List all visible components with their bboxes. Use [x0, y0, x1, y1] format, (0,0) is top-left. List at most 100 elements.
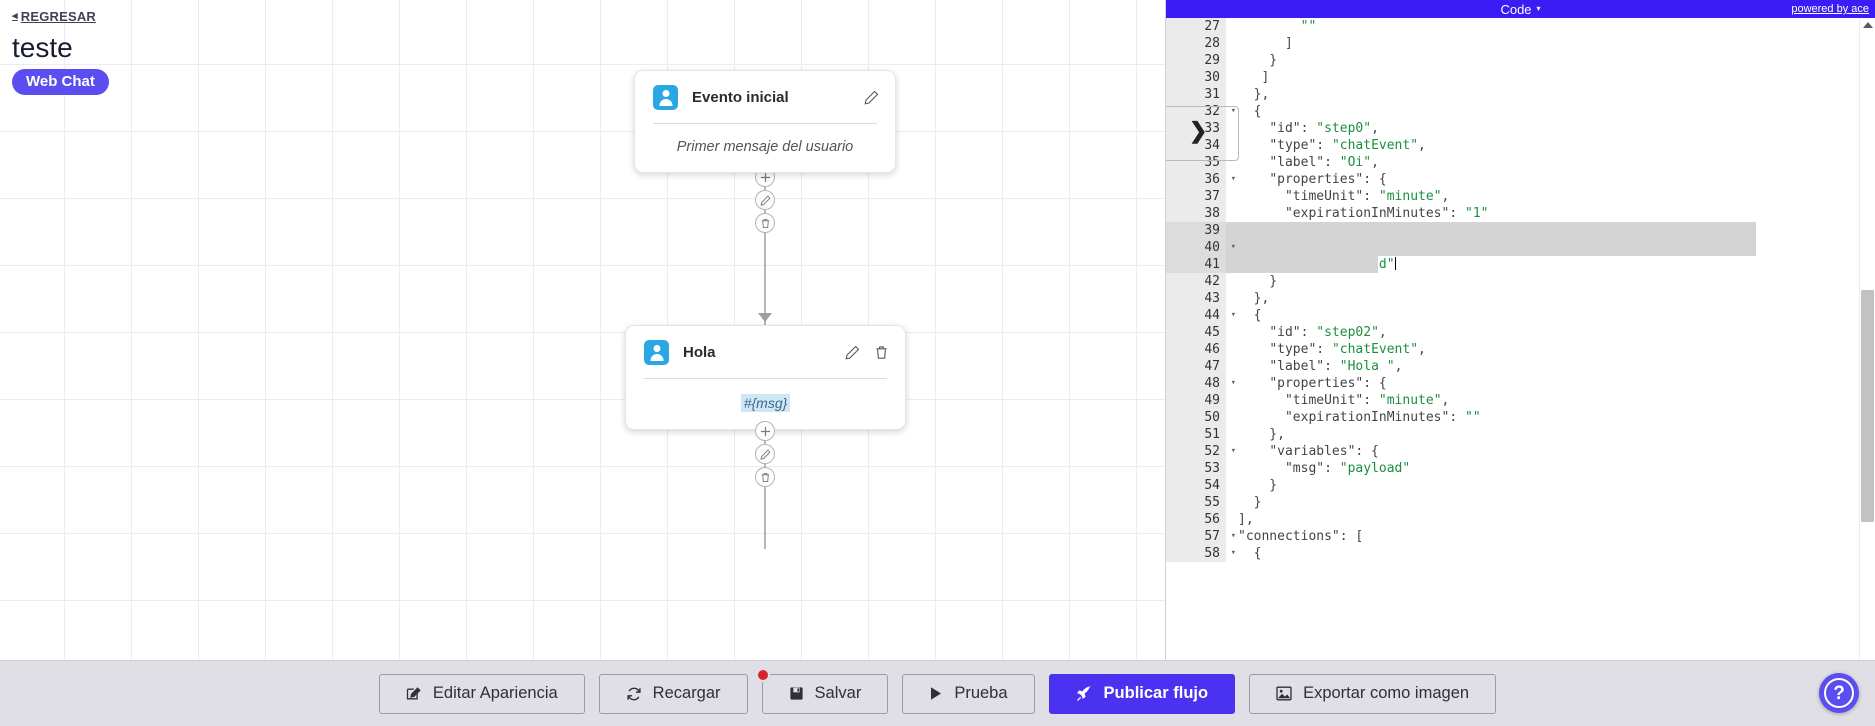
code-line[interactable]: 43 },	[1166, 290, 1875, 307]
code-fold-toggle-icon[interactable]: ▾	[1230, 310, 1236, 320]
code-lines[interactable]: 27 ""28 ]29 }30 ]31 },32▾ {33 "id": "ste…	[1166, 18, 1875, 562]
code-fold-toggle-icon[interactable]: ▾	[1230, 242, 1236, 252]
code-line-text[interactable]: "type": "chatEvent",	[1269, 138, 1426, 153]
code-line[interactable]: 38 "expirationInMinutes": "1"	[1166, 205, 1875, 222]
code-gutter-line-number[interactable]: 46	[1166, 341, 1226, 358]
code-fold-toggle-icon[interactable]: ▾	[1230, 548, 1236, 558]
code-line[interactable]: 58▾ {	[1166, 545, 1875, 562]
code-gutter-line-number[interactable]: 44▾	[1166, 307, 1236, 324]
code-gutter-line-number[interactable]: 37	[1166, 188, 1226, 205]
code-gutter-line-number[interactable]: 58▾	[1166, 545, 1236, 562]
code-line[interactable]: 53 "msg": "payload"	[1166, 460, 1875, 477]
code-line-text[interactable]: "timeUnit": "minute",	[1284, 189, 1450, 204]
code-gutter-line-number[interactable]: 33	[1166, 120, 1226, 137]
code-line[interactable]: 32▾ {	[1166, 103, 1875, 120]
variable-chip[interactable]: #{msg}	[740, 394, 791, 412]
flow-canvas[interactable]: ◂ REGRESAR teste Web Chat Evento inici	[0, 0, 1165, 660]
code-gutter-line-number[interactable]: 40▾	[1166, 239, 1236, 256]
code-line[interactable]: 52▾ "variables": {	[1166, 443, 1875, 460]
code-line[interactable]: 49 "timeUnit": "minute",	[1166, 392, 1875, 409]
code-line-text[interactable]: }	[1238, 478, 1278, 493]
code-line-text[interactable]: {	[1238, 104, 1262, 119]
code-gutter-line-number[interactable]: 55	[1166, 494, 1226, 511]
code-line[interactable]: 34 "type": "chatEvent",	[1166, 137, 1875, 154]
code-line[interactable]: 37 "timeUnit": "minute",	[1166, 188, 1875, 205]
node-edit-icon[interactable]	[864, 90, 879, 105]
code-line[interactable]: 47 "label": "Hola ",	[1166, 358, 1875, 375]
scrollbar-thumb[interactable]	[1861, 290, 1874, 522]
connector-add-icon[interactable]	[755, 421, 775, 441]
code-gutter-line-number[interactable]: 32▾	[1166, 103, 1236, 120]
node-edit-icon[interactable]	[845, 345, 860, 360]
code-fold-toggle-icon[interactable]: ▾	[1230, 106, 1236, 116]
powered-by-ace-link[interactable]: powered by ace	[1791, 3, 1869, 15]
code-line-text[interactable]: "expirationInMinutes": "1"	[1284, 206, 1489, 221]
code-gutter-line-number[interactable]: 28	[1166, 35, 1226, 52]
code-gutter-line-number[interactable]: 47	[1166, 358, 1226, 375]
code-line-text[interactable]: ""	[1300, 19, 1317, 34]
connector-edit-icon[interactable]	[755, 444, 775, 464]
exportar-imagen-button[interactable]: Exportar como imagen	[1249, 673, 1497, 714]
code-line-text[interactable]: {	[1238, 308, 1262, 323]
help-button[interactable]: ?	[1819, 673, 1859, 713]
code-line-text[interactable]: "label": "Hola ",	[1269, 359, 1403, 374]
code-gutter-line-number[interactable]: 53	[1166, 460, 1226, 477]
code-gutter-line-number[interactable]: 29	[1166, 52, 1226, 69]
code-gutter-line-number[interactable]: 30	[1166, 69, 1226, 86]
code-line-text[interactable]: "expirationInMinutes": ""	[1284, 410, 1481, 425]
code-line[interactable]: 29 }	[1166, 52, 1875, 69]
code-fold-toggle-icon[interactable]: ▾	[1230, 446, 1236, 456]
code-line-text[interactable]: },	[1238, 427, 1285, 442]
salvar-button[interactable]: Salvar	[755, 667, 889, 714]
code-gutter-line-number[interactable]: 34	[1166, 137, 1226, 154]
code-line[interactable]: 30 ]	[1166, 69, 1875, 86]
flow-node-hola[interactable]: Hola #{msg}	[625, 325, 906, 430]
recargar-button[interactable]: Recargar	[598, 673, 748, 714]
code-line[interactable]: 45 "id": "step02",	[1166, 324, 1875, 341]
code-line-text[interactable]: "variables": {	[1269, 444, 1379, 459]
code-line[interactable]: 46 "type": "chatEvent",	[1166, 341, 1875, 358]
code-gutter-line-number[interactable]: 51	[1166, 426, 1226, 443]
scroll-up-arrow-icon[interactable]	[1863, 22, 1873, 28]
code-fold-toggle-icon[interactable]: ▾	[1230, 378, 1236, 388]
code-gutter-line-number[interactable]: 57▾	[1166, 528, 1236, 545]
code-gutter-line-number[interactable]: 39	[1166, 222, 1226, 239]
connector-tools-1[interactable]	[755, 167, 775, 233]
code-line-text[interactable]: }	[1238, 53, 1278, 68]
code-line[interactable]: 31 },	[1166, 86, 1875, 103]
code-line-text[interactable]: {	[1238, 546, 1262, 561]
code-line[interactable]: 27 ""	[1166, 18, 1875, 35]
code-line-text[interactable]: "id": "step02",	[1269, 325, 1387, 340]
code-fold-toggle-icon[interactable]: ▾	[1230, 174, 1236, 184]
code-gutter-line-number[interactable]: 36▾	[1166, 171, 1236, 188]
code-gutter-line-number[interactable]: 43	[1166, 290, 1226, 307]
code-line-text[interactable]: }	[1238, 495, 1262, 510]
code-gutter-line-number[interactable]: 41	[1166, 256, 1226, 273]
code-line[interactable]: 28 ]	[1166, 35, 1875, 52]
code-line-text[interactable]: },	[1238, 87, 1270, 102]
code-line-text[interactable]: "connections": [	[1238, 529, 1364, 544]
code-line-text[interactable]: "id": "step0",	[1269, 121, 1379, 136]
node-delete-icon[interactable]	[874, 345, 889, 360]
code-gutter-line-number[interactable]: 48▾	[1166, 375, 1236, 392]
code-line[interactable]: 33 "id": "step0",	[1166, 120, 1875, 137]
flow-node-evento-inicial[interactable]: Evento inicial Primer mensaje del usuari…	[634, 70, 896, 173]
code-line[interactable]: 51 },	[1166, 426, 1875, 443]
code-line[interactable]: 42 }	[1166, 273, 1875, 290]
code-line[interactable]: 35 "label": "Oi",	[1166, 154, 1875, 171]
code-line[interactable]: 44▾ {	[1166, 307, 1875, 324]
prueba-button[interactable]: Prueba	[902, 673, 1035, 714]
connector-delete-icon[interactable]	[755, 467, 775, 487]
code-line-text[interactable]: ]	[1238, 36, 1293, 51]
code-vertical-scrollbar[interactable]	[1859, 18, 1875, 660]
code-line[interactable]: 54 }	[1166, 477, 1875, 494]
code-line[interactable]: 56],	[1166, 511, 1875, 528]
publicar-flujo-button[interactable]: Publicar flujo	[1048, 673, 1236, 714]
code-line-text[interactable]: ],	[1238, 512, 1254, 527]
code-gutter-line-number[interactable]: 27	[1166, 18, 1226, 35]
code-line-text[interactable]: ]	[1238, 70, 1270, 85]
code-gutter-line-number[interactable]: 50	[1166, 409, 1226, 426]
code-line[interactable]: 41 "H": "payload"	[1166, 256, 1875, 273]
code-line-text[interactable]: "timeUnit": "minute",	[1284, 393, 1450, 408]
back-link[interactable]: ◂ REGRESAR	[12, 9, 96, 24]
